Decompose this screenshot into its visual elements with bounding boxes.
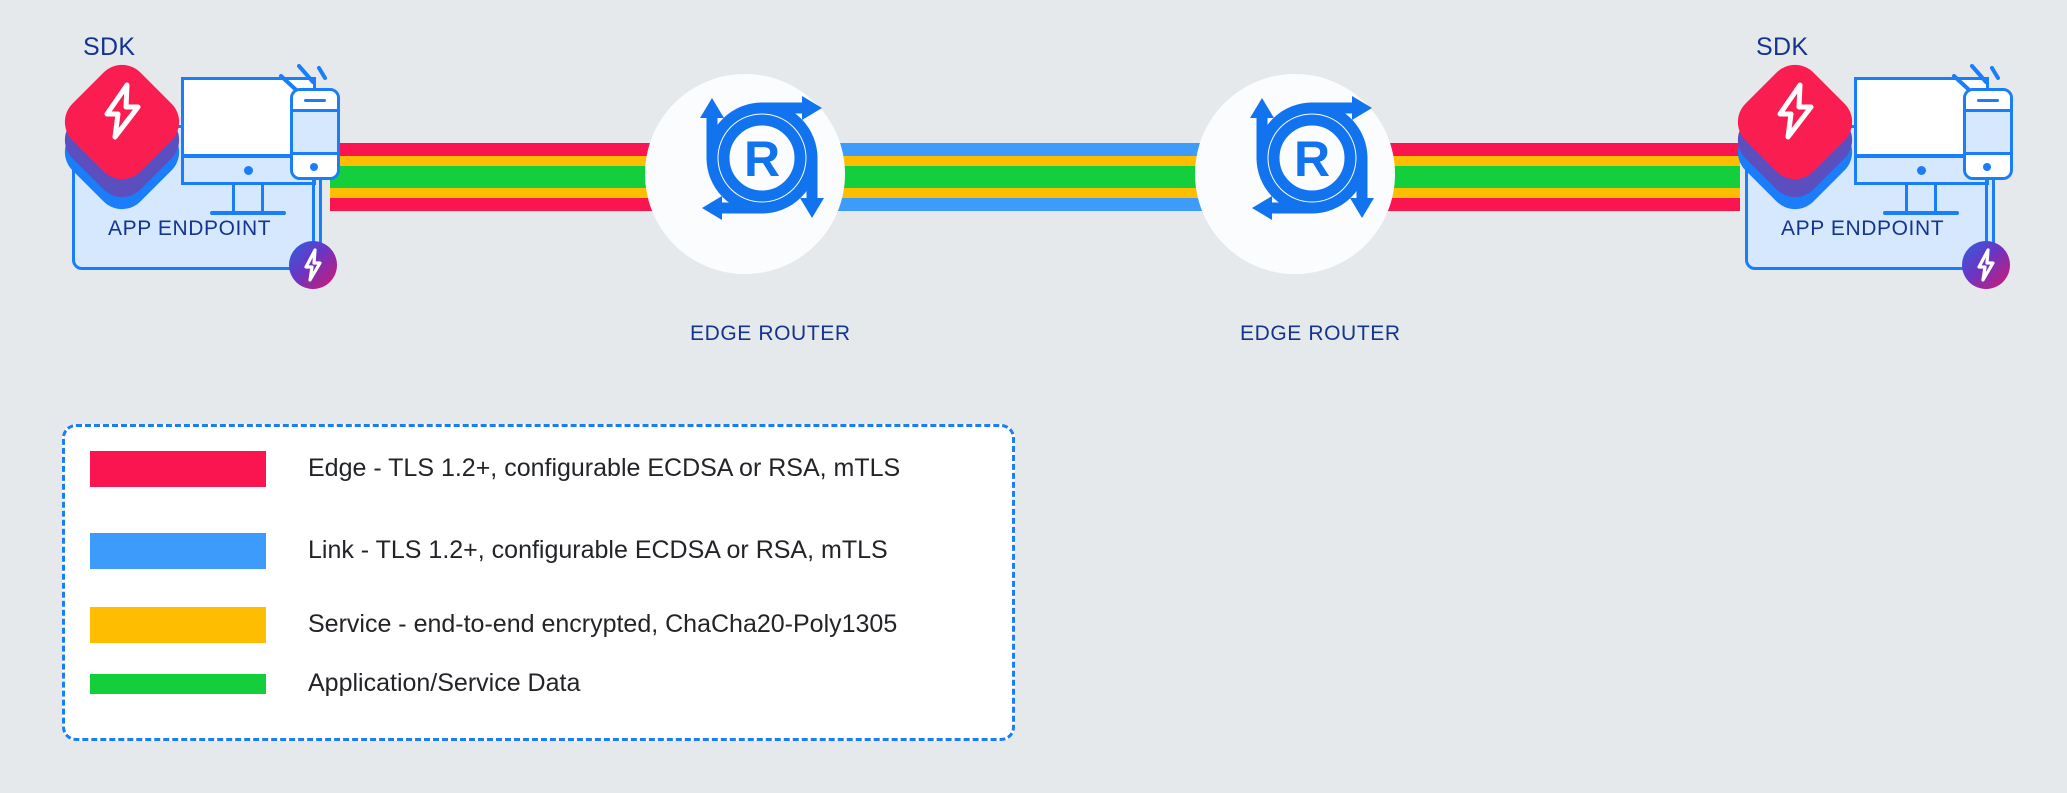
edge-router-label-2: EDGE ROUTER	[1240, 322, 1401, 345]
router-arrows-icon-1: R	[700, 96, 824, 220]
monitor-neck-right	[1905, 185, 1937, 213]
phone-speaker-icon	[304, 99, 326, 102]
phone-bottom-divider	[293, 152, 337, 155]
phone-home-button-icon	[310, 163, 318, 171]
router-arrows-icon-2: R	[1250, 96, 1374, 220]
monitor-power-dot-right	[1917, 166, 1926, 175]
monitor-neck-left	[232, 185, 264, 213]
legend-panel: Edge - TLS 1.2+, configurable ECDSA or R…	[62, 424, 1015, 741]
legend-row: Application/Service Data	[65, 669, 1012, 698]
app-endpoint-label-right: APP ENDPOINT	[1781, 217, 1945, 240]
stripe-service-top	[330, 156, 760, 166]
sdk-label-left: SDK	[83, 33, 136, 61]
legend-row: Service - end-to-end encrypted, ChaCha20…	[65, 607, 1012, 645]
app-endpoint-label-left: APP ENDPOINT	[108, 217, 272, 240]
phone-top-divider	[293, 109, 337, 112]
phone-speaker-icon	[1977, 99, 1999, 102]
sdk-stack-left	[54, 54, 190, 220]
legend-label-link: Link - TLS 1.2+, configurable ECDSA or R…	[308, 536, 888, 564]
monitor-foot-left	[210, 211, 286, 215]
bolt-icon	[304, 248, 322, 282]
stripe-service-bottom	[740, 188, 1240, 198]
stripe-service-top	[1220, 156, 1740, 166]
ziti-badge-left	[289, 241, 337, 289]
legend-label-data: Application/Service Data	[308, 669, 581, 697]
legend-swatch-data	[90, 674, 266, 694]
stripe-link-bottom	[740, 198, 1240, 211]
ziti-badge-right	[1962, 241, 2010, 289]
phone-connector-left	[312, 180, 315, 242]
bolt-icon	[1977, 248, 1995, 282]
edge-router-label-1: EDGE ROUTER	[690, 322, 851, 345]
phone-home-button-icon	[1983, 163, 1991, 171]
stripe-data	[740, 166, 1240, 188]
sdk-stack-right	[1727, 54, 1863, 220]
sdk-bolt-icon	[104, 82, 141, 140]
legend-swatch-service	[90, 607, 266, 643]
legend-row: Edge - TLS 1.2+, configurable ECDSA or R…	[65, 451, 1012, 489]
stripe-service-bottom	[1220, 188, 1740, 198]
stripe-link-top	[740, 143, 1240, 156]
sdk-label-right: SDK	[1756, 33, 1809, 61]
stripe-band-link	[740, 143, 1240, 211]
phone-left	[290, 88, 340, 180]
legend-swatch-edge	[90, 451, 266, 487]
stripe-service-top	[740, 156, 1240, 166]
router-r-letter: R	[1294, 131, 1330, 187]
phone-connector-right	[1985, 180, 1988, 242]
stripe-service-bottom	[330, 188, 760, 198]
phone-bottom-divider	[1966, 152, 2010, 155]
phone-right	[1963, 88, 2013, 180]
legend-row: Link - TLS 1.2+, configurable ECDSA or R…	[65, 533, 1012, 571]
phone-top-divider	[1966, 109, 2010, 112]
monitor-power-dot-left	[244, 166, 253, 175]
monitor-foot-right	[1883, 211, 1959, 215]
router-r-letter: R	[744, 131, 780, 187]
legend-swatch-link	[90, 533, 266, 569]
legend-label-service: Service - end-to-end encrypted, ChaCha20…	[308, 610, 898, 638]
sdk-bolt-icon	[1777, 82, 1814, 140]
legend-label-edge: Edge - TLS 1.2+, configurable ECDSA or R…	[308, 454, 901, 482]
